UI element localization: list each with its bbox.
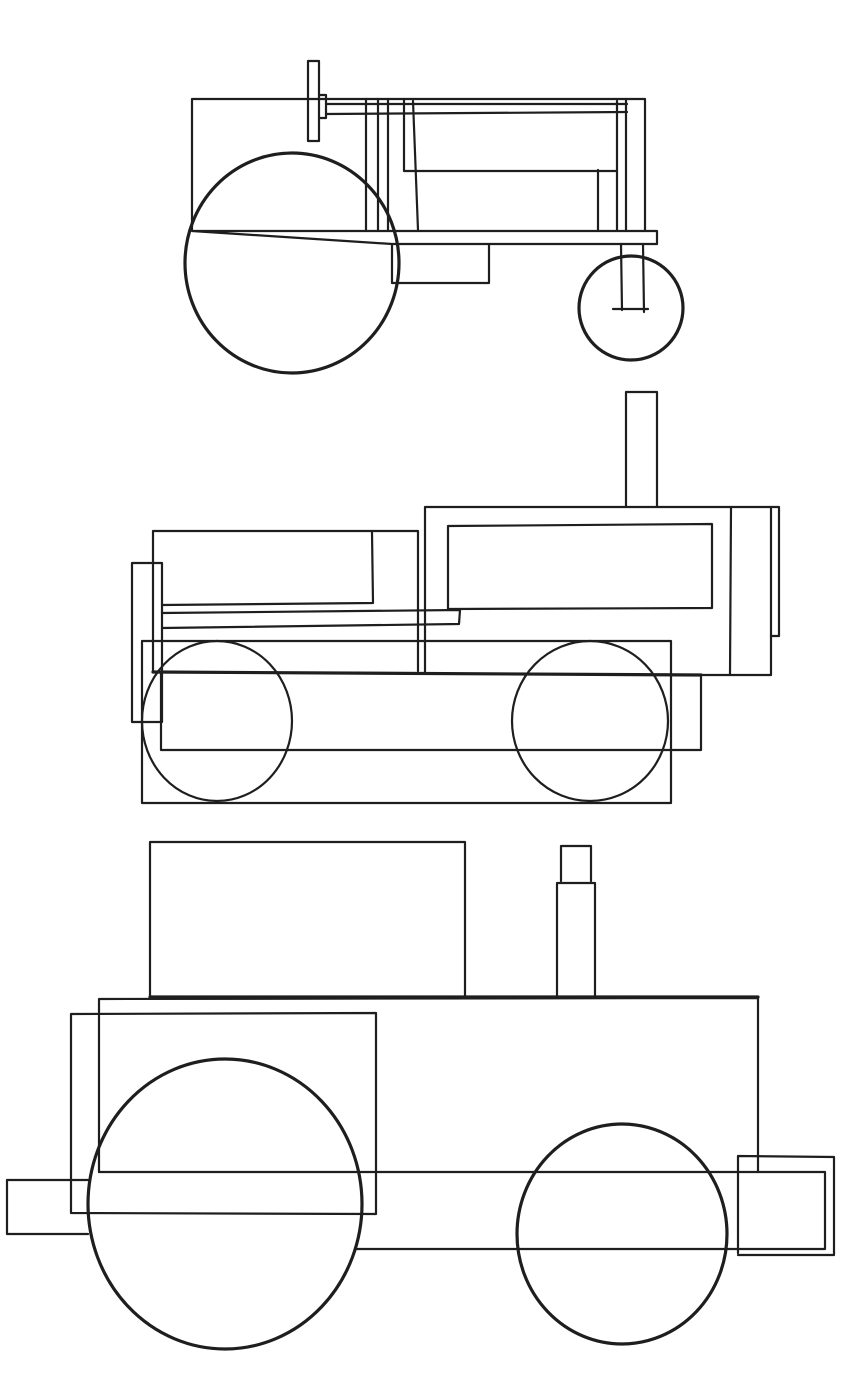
tractor-3-front-bumper [5, 1178, 90, 1236]
tractor-2-cab-window [446, 522, 714, 611]
tractor-3-exhaust [555, 844, 597, 998]
tractor-1-footplate [390, 242, 491, 285]
tractor-2-chassis-lower [159, 670, 703, 752]
tractor-2-rear-wheel [140, 639, 294, 803]
tractor-2-chassis-top [151, 670, 703, 677]
tractor-1-body [190, 97, 659, 285]
tractor-1-pillar-a [364, 97, 390, 232]
tractor-1-cab-frame [190, 97, 647, 233]
tractor-1-chassis-beam [190, 229, 659, 246]
tractor-2-hood-panel [160, 530, 375, 607]
tractor-3-rear-hitch [736, 1154, 836, 1257]
tractor-3-rear-wheel [86, 1057, 364, 1351]
tractor-3-front-panel [69, 1011, 378, 1216]
tractor-2-front-grille [130, 561, 164, 724]
tractor-2-wheel-box [140, 639, 673, 805]
tractor-drawing-3 [5, 840, 836, 1351]
tractor-2-hood-outline [151, 529, 420, 673]
tractor-2-front-wheel [510, 639, 670, 803]
tractor-1-pillar-c [596, 97, 628, 232]
tractor-1-exhaust [306, 59, 328, 143]
tractor-1-front-wheel [577, 254, 685, 362]
tractor-drawing-1 [183, 59, 685, 375]
tractor-1-exhaust-pipe [306, 59, 321, 143]
tractor-3-frame-rail [97, 1170, 827, 1251]
tractor-3-body [5, 995, 836, 1257]
tractor-3-front-wheel [515, 1122, 729, 1346]
tractor-1-exhaust-clamp [317, 93, 328, 120]
tractor-3-body-outline [97, 996, 760, 1174]
tractor-3-cab-box [148, 840, 467, 998]
tractor-2-cab [423, 505, 781, 677]
tractor-1-front-axle [611, 242, 650, 314]
tractor-2-cab-rear-post [699, 506, 773, 677]
tractor-2-hood [130, 529, 462, 724]
tractor-3-exhaust-pipe [555, 881, 597, 998]
tractor-1-pillar-b [402, 97, 619, 232]
tractor-2-hood-rails [160, 608, 462, 630]
tractor-1-rear-wheel [183, 151, 401, 375]
tractor-3-exhaust-cap [559, 844, 593, 883]
tractor-1-roof-rail [325, 102, 629, 116]
tractor-1-axle-struts [611, 242, 650, 314]
tractor-2-exhaust-pipe [624, 390, 659, 508]
tractor-2-cab-outline [423, 505, 781, 674]
tractor-drawing-2 [130, 390, 781, 805]
tractor-2-chassis [140, 639, 703, 805]
